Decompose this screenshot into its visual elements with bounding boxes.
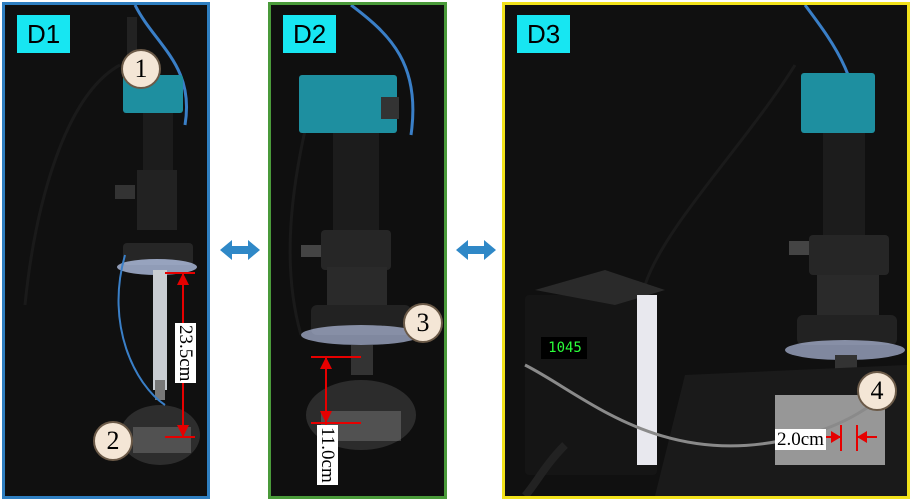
panel-d2: D2 3 11.0cm — [268, 2, 447, 499]
double-arrow-icon — [220, 240, 260, 260]
panel-label-d1: D1 — [17, 15, 71, 53]
panel-label-d3: D3 — [517, 15, 571, 53]
microscope-photo-d3 — [505, 5, 907, 496]
dimension-label-d1: 23.5cm — [175, 323, 196, 384]
marker-4: 4 — [857, 371, 897, 411]
camera-body — [801, 73, 875, 133]
microscope-photo-d1 — [5, 5, 207, 496]
dimension-label-d2: 11.0cm — [317, 425, 338, 485]
camera-body — [299, 75, 397, 133]
marker-1: 1 — [121, 49, 161, 89]
panel-d3: D3 1045 4 2.0cm — [502, 2, 910, 499]
dimension-label-d3: 2.0cm — [775, 429, 826, 450]
double-arrow-icon — [456, 240, 496, 260]
marker-2: 2 — [93, 421, 133, 461]
display-reading: 1045 — [548, 340, 582, 356]
panel-label-d2: D2 — [283, 15, 337, 53]
panel-d1: D1 1 2 23.5cm — [2, 2, 210, 499]
marker-3: 3 — [403, 303, 443, 343]
microscope-photo-d2 — [271, 5, 444, 496]
